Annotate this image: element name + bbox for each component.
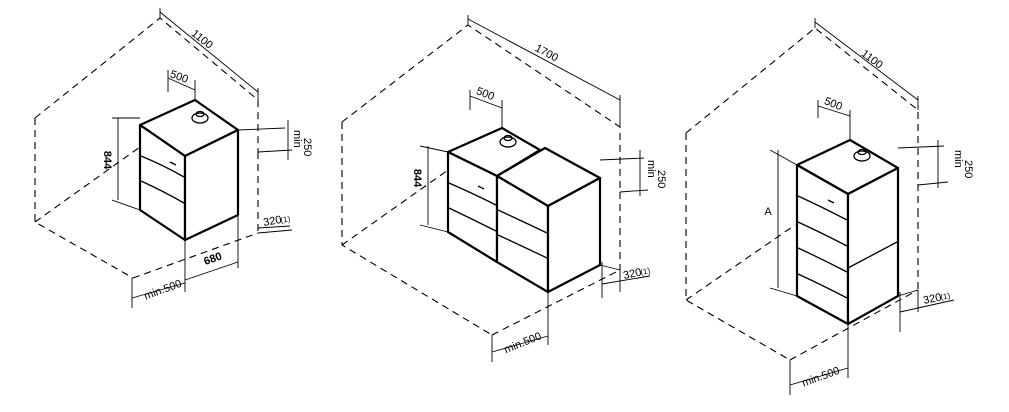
- offset-label: 500: [168, 68, 189, 86]
- top-clearance-value: 250: [962, 160, 974, 178]
- depth-label: 680: [202, 250, 223, 268]
- top-clearance-value: 250: [301, 138, 313, 156]
- rear-clearance-note: (1): [940, 291, 952, 302]
- diagram-tall-boiler: 1100 500 A min.500 min 250 320 (1): [685, 18, 974, 395]
- rear-clearance-label: 320: [622, 266, 642, 282]
- boiler-unit: [446, 126, 542, 264]
- diagram-single-boiler: 1100 500 844 680 min.500 min 250 320 (1): [34, 8, 313, 308]
- dimension-lines: [769, 18, 955, 395]
- storage-tank-unit: [495, 146, 602, 294]
- offset-label: 500: [474, 85, 496, 103]
- boiler-unit: [138, 98, 240, 242]
- height-label: A: [764, 206, 772, 218]
- front-clearance-label: min.500: [143, 278, 184, 303]
- height-label: 844: [101, 151, 113, 170]
- rear-clearance-note: (1): [280, 214, 292, 225]
- top-clearance-label: min: [291, 130, 303, 148]
- front-clearance-label: min.500: [502, 330, 543, 356]
- clearance-volume: [34, 17, 259, 279]
- front-clearance-label: min.500: [801, 365, 842, 390]
- top-clearance-value: 250: [655, 170, 667, 188]
- top-clearance-label: min: [645, 160, 657, 178]
- rear-clearance-note: (1): [640, 266, 652, 277]
- clearance-volume: [685, 27, 919, 361]
- offset-label: 500: [822, 95, 844, 113]
- diagram-boiler-with-tank: 1700 500 844 min.500 min 250 320 (1): [341, 15, 667, 362]
- height-label: 844: [411, 169, 423, 188]
- rear-clearance-label: 320: [262, 214, 282, 229]
- rear-clearance-label: 320: [922, 291, 942, 307]
- dimension-lines: [111, 8, 293, 308]
- top-clearance-label: min: [952, 150, 964, 168]
- boiler-unit: [795, 138, 900, 326]
- dimension-lines: [419, 15, 651, 362]
- width-label: 1100: [189, 28, 215, 52]
- width-label: 1100: [859, 48, 885, 72]
